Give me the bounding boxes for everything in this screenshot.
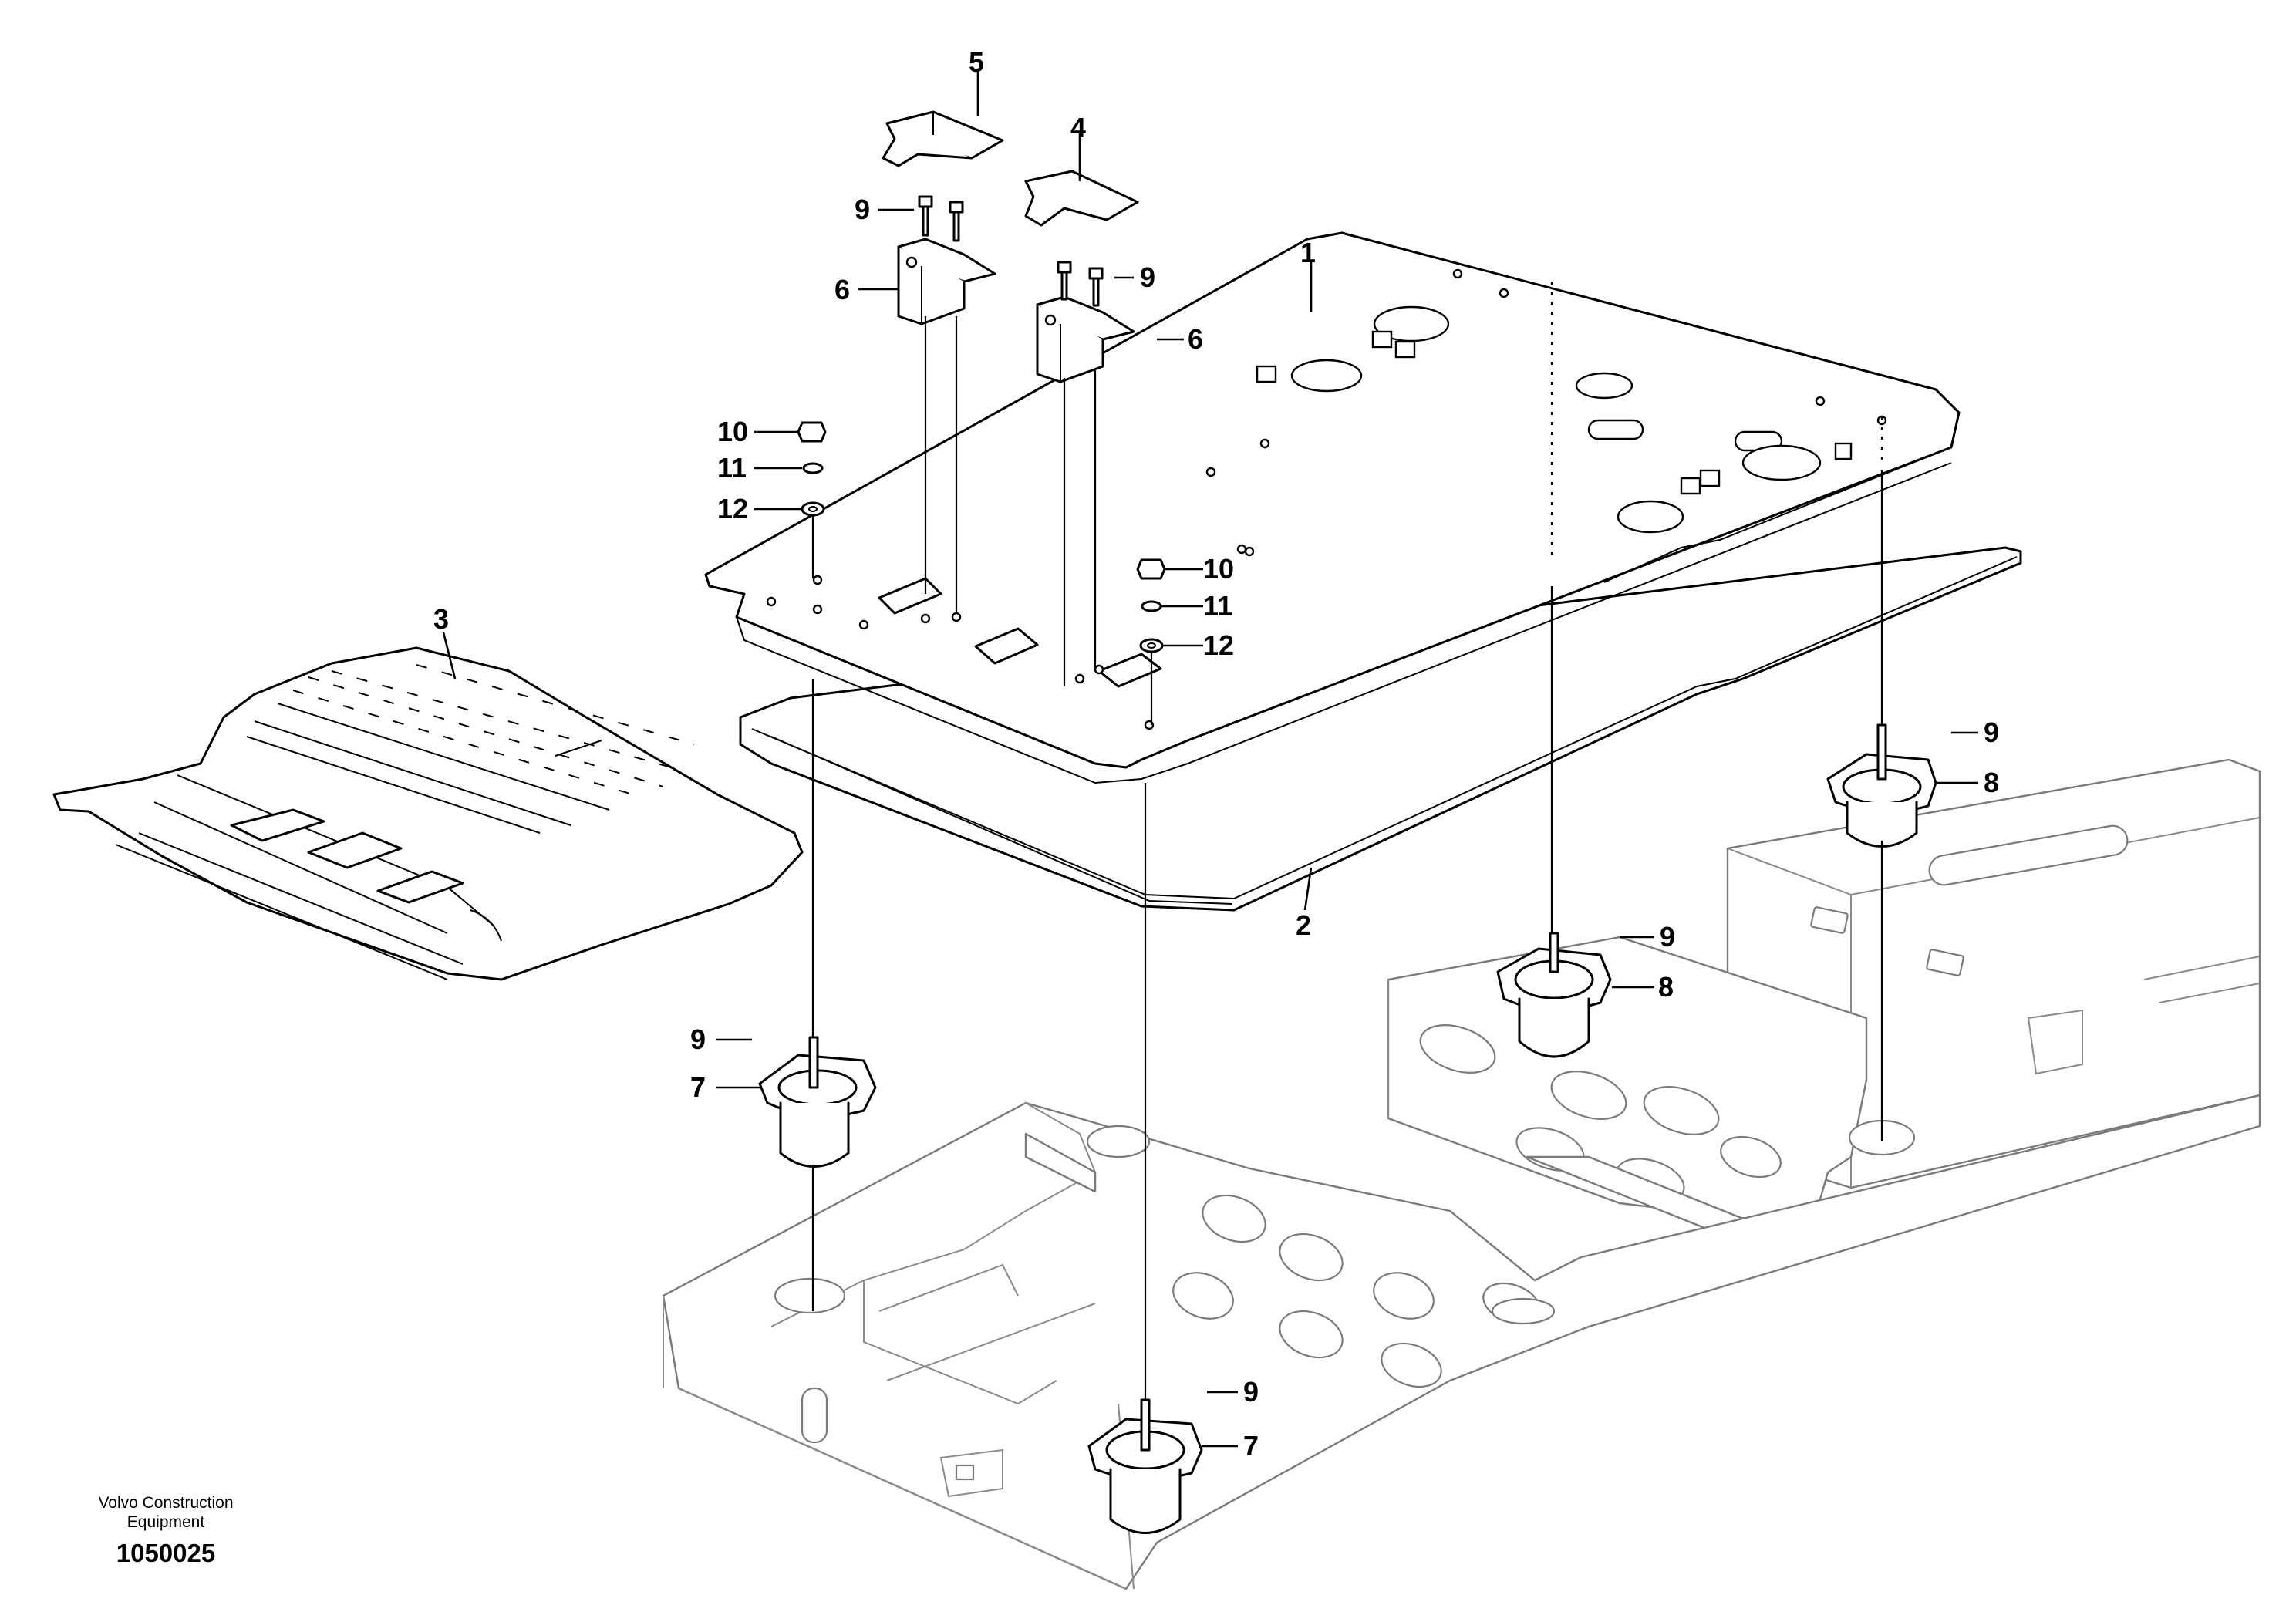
callout-labels: 1 2 3 4 5 6 6 7 7 8 8 9 9 9 9 9 9 10 10 … [433,46,1999,1462]
nut-10-left [797,421,827,443]
callout-6-left: 6 [834,274,850,305]
callout-7-bottom: 7 [1243,1430,1259,1462]
callout-4: 4 [1070,112,1086,143]
callout-9-left-bracket: 9 [855,194,870,225]
floor-plate [704,231,1961,784]
leader-lines [442,69,1978,1448]
callout-5: 5 [969,46,984,78]
callout-12-left: 12 [717,493,748,524]
callout-12-right: 12 [1203,629,1234,661]
brand-line-2: Equipment [127,1513,205,1531]
washer-12-left [801,501,825,517]
bolts-9 [918,195,1104,307]
mount-8-center [1496,932,1612,1058]
callout-10-right: 10 [1203,553,1234,585]
brand-line-1: Volvo Construction [98,1494,233,1512]
washer-12-right [1139,638,1164,653]
callout-9-bottom-mount: 9 [1243,1376,1259,1408]
callout-6-right: 6 [1188,323,1203,355]
cover-4 [1024,170,1139,227]
assembly-axes [811,282,1883,1400]
washer-11-right [1141,600,1162,612]
callout-3: 3 [433,603,449,635]
callout-9-left-mount: 9 [690,1023,706,1055]
mount-8-right [1826,723,1937,848]
callout-9-right-mount: 9 [1984,717,1999,748]
nut-10-right [1136,558,1166,580]
mount-7-bottom [1087,1398,1203,1534]
drawing-number: 1050025 [116,1539,215,1567]
callout-9-right-bracket: 9 [1140,261,1155,293]
callout-1: 1 [1300,237,1316,268]
callout-10-left: 10 [717,416,748,447]
callout-8-right: 8 [1984,767,1999,798]
floor-mat [52,646,804,981]
callout-11-right: 11 [1203,590,1232,622]
base-frame [662,758,2261,1590]
cover-5 [882,110,1004,167]
callout-8-center: 8 [1658,971,1674,1003]
mount-7-left [758,1036,877,1168]
washer-11-left [802,462,824,474]
callout-2: 2 [1296,909,1311,941]
bracket-6-left [897,238,996,325]
footer: Volvo Construction Equipment 1050025 [98,1494,233,1567]
bracket-6-right [1036,295,1135,383]
callout-7-left: 7 [690,1071,706,1103]
callout-9-center-mount: 9 [1660,921,1675,953]
callout-11-left: 11 [717,452,747,484]
